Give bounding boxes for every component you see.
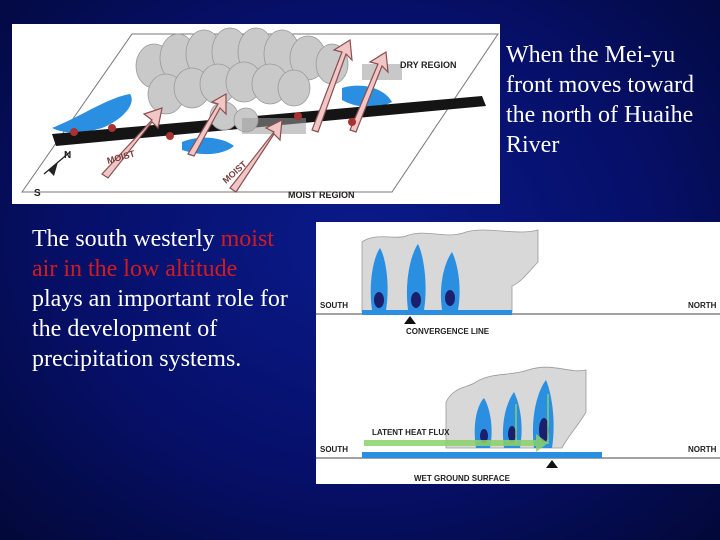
cross-section-diagram: SOUTH NORTH CONVERGENCE LINE [316,222,720,484]
convergence-marker-icon [404,316,416,324]
south-label: S [34,188,41,199]
left-text-part2: plays an important role for the developm… [32,286,288,372]
upper-section: SOUTH NORTH CONVERGENCE LINE [316,230,720,336]
front-marker-icon [546,460,558,468]
moist-patch [52,94,132,133]
convergence-line-label: CONVERGENCE LINE [406,327,490,336]
mei-yu-front-figure: N S DRY REGION MOIST REGION MOIST MOIST [12,24,500,204]
north-label: NORTH [688,445,717,454]
compass-arrow-icon [48,162,58,176]
lower-wet-strip [362,452,602,458]
top-caption: When the Mei-yu front moves toward the n… [506,40,711,160]
moist-region-label: MOIST REGION [288,190,355,200]
lower-section: SOUTH NORTH LATENT HEAT FLUX WET GROUND … [316,367,720,483]
moist-arrow-label: MOIST [106,148,137,166]
dry-region-label: DRY REGION [400,60,457,70]
left-text-part1: The south westerly [32,226,221,252]
left-paragraph: The south westerly moist air in the low … [32,224,292,374]
cross-section-figure: SOUTH NORTH CONVERGENCE LINE [316,222,720,484]
mei-yu-front-diagram: N S DRY REGION MOIST REGION MOIST MOIST [12,24,500,204]
wet-ground-surface-label: WET GROUND SURFACE [414,474,511,483]
north-label: NORTH [688,301,717,310]
north-label: N [64,150,71,161]
south-label: SOUTH [320,301,348,310]
south-label: SOUTH [320,445,348,454]
upper-wet-strip [362,310,512,315]
latent-heat-flux-label: LATENT HEAT FLUX [372,428,450,437]
